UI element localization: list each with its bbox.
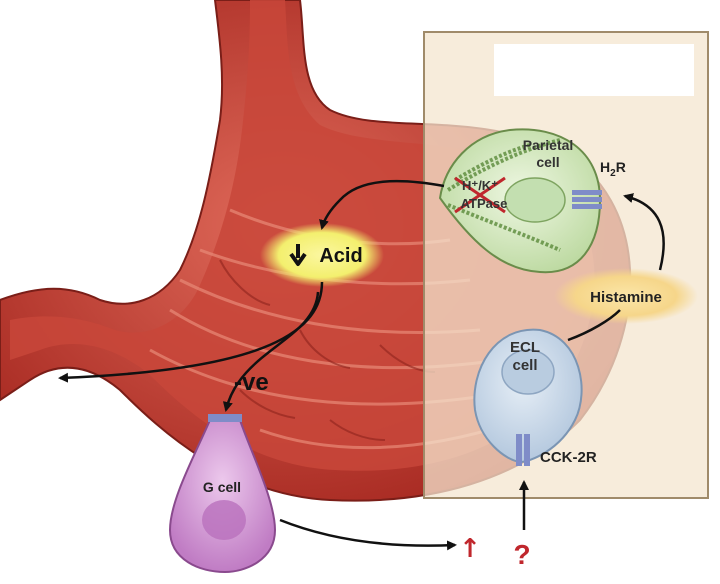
g-cell-label: G cell [203,479,241,495]
ecl-cell: ECL cell [473,328,583,464]
title-box [494,44,694,96]
acid-node: Acid [260,223,384,287]
ecl-cell-label-1: ECL [510,339,540,356]
cck2-receptor: CCK-2R [516,434,597,466]
arrow-acid-to-lumen [58,281,324,383]
parietal-cell-label-2: cell [536,154,559,170]
arrow-g-cell-to-gastrin [279,518,457,551]
cck2r-label: CCK-2R [540,449,597,466]
h2-receptor: H2R [572,159,626,209]
pump-label-2: ATPase [461,196,508,211]
arrow-acid-to-g-cell [222,291,320,412]
arrow-pump-to-acid [319,179,445,230]
pump-label-1: H⁺/K⁺ [462,178,498,193]
ecl-cell-label-2: cell [512,357,537,374]
parietal-cell-label-1: Parietal [523,137,574,153]
histamine-label: Histamine [590,289,662,306]
arrow-histamine-to-h2r [623,193,665,271]
parietal-cell: Parietal cell H⁺/K⁺ ATPase [438,128,602,274]
acid-label: Acid [319,245,362,267]
line-ecl-to-histamine [567,309,621,342]
gastrin-increase-icon: ↑ [459,534,481,564]
down-arrow-icon [289,244,307,266]
h2r-label: H2R [600,159,626,179]
histamine-node: Histamine [554,268,698,324]
unknown-stimulus-mark: ? [513,539,530,570]
g-cell: G cell [168,414,277,574]
